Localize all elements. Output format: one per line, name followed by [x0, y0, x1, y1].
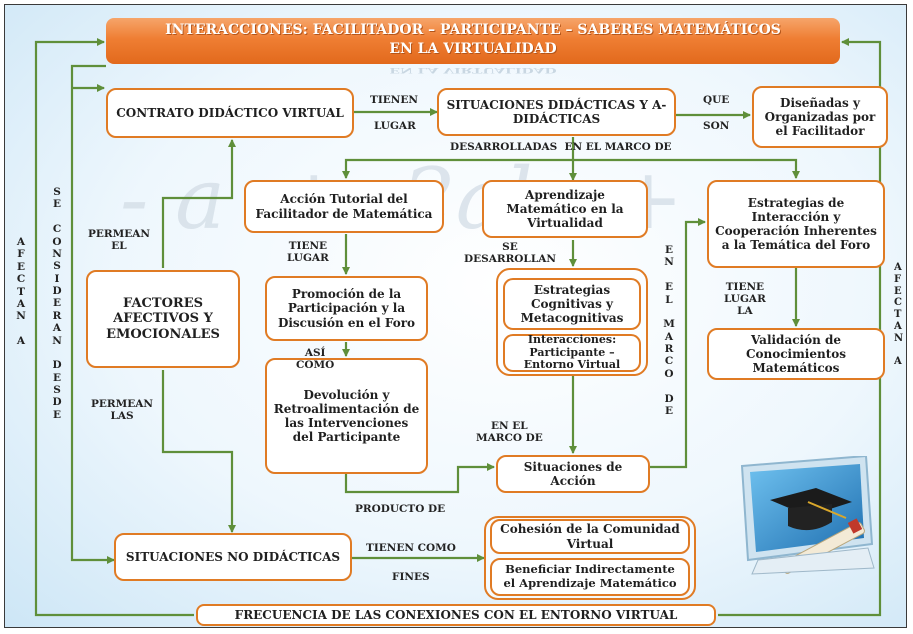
label-en-el-marco-de: EN EL MARCO DE [476, 420, 543, 445]
node-devolucion: Devolución y Retroalimentación de las In… [265, 358, 428, 474]
node-beneficiar: Beneficiar Indirectamente el Aprendizaje… [490, 558, 690, 596]
node-promocion: Promoción de la Participación y la Discu… [265, 276, 428, 341]
label-asi-como: ASÍ COMO [296, 347, 335, 372]
node-estrategias-cognitivas-text: Estrategias Cognitivas y Metacognitivas [520, 282, 624, 326]
node-no-didacticas-text: SITUACIONES NO DIDÁCTICAS [125, 549, 341, 564]
label-lugar: LUGAR [374, 120, 416, 132]
label-tiene-lugar: TIENE LUGAR [287, 240, 329, 265]
graduation-computer-illustration [740, 456, 875, 575]
node-estrategias-cognitivas: Estrategias Cognitivas y Metacognitivas [503, 278, 641, 330]
node-devolucion-text: Devolución y Retroalimentación de las In… [273, 387, 420, 445]
node-contrato-text: CONTRATO DIDÁCTICO VIRTUAL [116, 105, 344, 120]
label-permean-las: PERMEAN LAS [91, 398, 153, 423]
node-contrato-didactico: CONTRATO DIDÁCTICO VIRTUAL [106, 88, 354, 138]
node-accion-tutorial: Acción Tutorial del Facilitador de Matem… [244, 180, 444, 233]
vertical-label-afectan-a: A F E C T A N A [16, 236, 26, 347]
title-reflection: EN LA VIRTUALIDAD [389, 65, 557, 75]
node-situaciones-accion-text: Situaciones de Acción [523, 459, 623, 488]
vertical-label-right-cut: A F E C T A N A [894, 262, 904, 368]
label-que: QUE [703, 94, 730, 106]
node-interacciones-text: Interacciones: Participante – Entorno Vi… [523, 332, 621, 372]
connector-outer-left [34, 38, 194, 617]
connector-inner-left [70, 64, 115, 564]
node-frecuencia-text: FRECUENCIA DE LAS CONEXIONES CON EL ENTO… [234, 607, 678, 622]
node-cohesion-text: Cohesión de la Comunidad Virtual [500, 522, 680, 551]
node-situaciones-text: SITUACIONES DIDÁCTICAS Y A-DIDÁCTICAS [446, 97, 667, 126]
node-accion-tutorial-text: Acción Tutorial del Facilitador de Matem… [255, 192, 433, 221]
label-desarrolladas: DESARROLLADAS EN EL MARCO DE [450, 141, 672, 153]
connector-devolucion-accion [344, 463, 495, 494]
label-permean-el: PERMEAN EL [88, 228, 150, 253]
node-factores-text: FACTORES AFECTIVOS Y EMOCIONALES [106, 296, 220, 342]
label-son: SON [703, 120, 730, 132]
title-banner: INTERACCIONES: FACILITADOR – PARTICIPANT… [106, 18, 840, 64]
connector-factores-nodidacticas [161, 370, 236, 533]
node-situaciones-no-didacticas: SITUACIONES NO DIDÁCTICAS [114, 533, 352, 581]
node-validacion: Validación de Conocimientos Matemáticos [707, 328, 885, 380]
node-aprendizaje: Aprendizaje Matemático en la Virtualidad [482, 180, 648, 238]
node-disenadas: Diseñadas y Organizadas por el Facilitad… [752, 86, 888, 148]
node-promocion-text: Promoción de la Participación y la Discu… [277, 287, 416, 330]
node-factores-afectivos: FACTORES AFECTIVOS Y EMOCIONALES [86, 270, 240, 368]
label-producto-de: PRODUCTO DE [355, 503, 446, 515]
node-interacciones: Interacciones: Participante – Entorno Vi… [503, 332, 641, 372]
node-validacion-text: Validación de Conocimientos Matemáticos [745, 332, 847, 376]
node-estrategias-interaccion-text: Estrategias de Interacción y Cooperación… [715, 195, 877, 253]
connector-factores-contrato [161, 139, 236, 268]
title-line-1: INTERACCIONES: FACILITADOR – PARTICIPANT… [165, 22, 781, 38]
vertical-label-se-consideran-desde: S E C O N S I D E R A N D E S D E [52, 186, 62, 421]
label-tienen: TIENEN [370, 94, 418, 106]
node-aprendizaje-text: Aprendizaje Matemático en la Virtualidad [506, 187, 624, 231]
vertical-label-en-el-marco-de: E N E L M A R C O D E [663, 244, 675, 417]
connector-accion-estrategias [650, 218, 706, 469]
node-estrategias-interaccion: Estrategias de Interacción y Cooperación… [707, 180, 885, 268]
label-fines: FINES [392, 571, 430, 583]
label-se-desarrollan: SE DESARROLLAN [464, 241, 556, 266]
node-situaciones-didacticas: SITUACIONES DIDÁCTICAS Y A-DIDÁCTICAS [437, 88, 676, 136]
node-beneficiar-text: Beneficiar Indirectamente el Aprendizaje… [503, 562, 677, 590]
title-line-2: EN LA VIRTUALIDAD [389, 41, 557, 57]
node-disenadas-text: Diseñadas y Organizadas por el Facilitad… [764, 95, 876, 139]
node-cohesion: Cohesión de la Comunidad Virtual [490, 519, 690, 554]
label-tiene-lugar-la: TIENE LUGAR LA [724, 281, 766, 318]
label-tienen-como: TIENEN COMO [366, 542, 456, 554]
node-situaciones-accion: Situaciones de Acción [496, 455, 650, 493]
node-frecuencia-conexiones: FRECUENCIA DE LAS CONEXIONES CON EL ENTO… [196, 604, 716, 626]
connector-split-estrategias [573, 158, 800, 179]
connector-situaciones-split [342, 137, 575, 179]
